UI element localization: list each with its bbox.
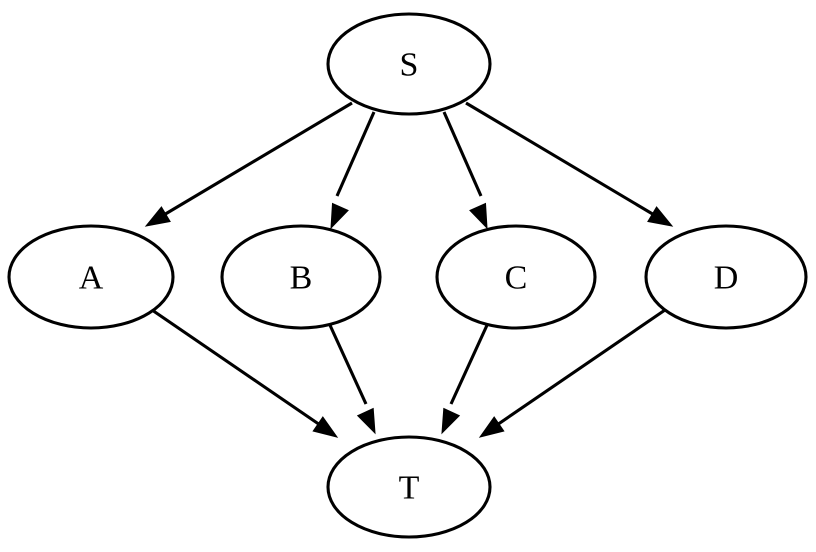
arrowhead-icon <box>330 202 349 230</box>
edge-a-to-t <box>151 308 339 438</box>
node-ellipse[interactable] <box>7 224 175 330</box>
edge-s-to-b <box>330 111 376 230</box>
edge-line <box>151 308 324 429</box>
arrowhead-icon <box>312 416 339 438</box>
arrowhead-icon <box>441 407 461 435</box>
node-label: S <box>400 47 419 84</box>
graph-node-c[interactable]: C <box>435 224 597 330</box>
edge-s-to-d <box>465 101 674 227</box>
arrowhead-icon <box>478 416 505 438</box>
edge-line <box>493 308 666 429</box>
edge-d-to-t <box>478 308 666 438</box>
node-label: C <box>505 260 528 297</box>
edge-line <box>449 322 490 405</box>
edge-line <box>327 322 368 405</box>
edge-line <box>442 111 483 197</box>
edge-line <box>156 101 353 221</box>
arrowhead-icon <box>356 407 376 435</box>
edge-line <box>465 101 662 221</box>
node-label: A <box>79 260 104 297</box>
arrowhead-icon <box>647 206 674 227</box>
node-ellipse[interactable] <box>435 224 597 330</box>
node-ellipse[interactable] <box>644 224 808 330</box>
node-label: B <box>290 260 313 297</box>
graph-node-d[interactable]: D <box>644 224 808 330</box>
graph-node-a[interactable]: A <box>7 224 175 330</box>
node-ellipse[interactable] <box>326 435 492 539</box>
arrowhead-icon <box>144 206 171 227</box>
edge-s-to-a <box>144 101 353 227</box>
edge-c-to-t <box>441 322 490 435</box>
graph-node-t[interactable]: T <box>326 435 492 539</box>
node-ellipse[interactable] <box>220 224 382 330</box>
node-label: T <box>399 470 420 507</box>
nodes-layer: S A B C D T <box>7 12 808 539</box>
edge-s-to-c <box>442 111 488 230</box>
node-ellipse[interactable] <box>326 12 492 116</box>
graph-node-b[interactable]: B <box>220 224 382 330</box>
graph-node-s[interactable]: S <box>326 12 492 116</box>
arrowhead-icon <box>469 202 488 230</box>
edge-line <box>335 111 376 197</box>
edge-b-to-t <box>327 322 376 435</box>
node-label: D <box>714 260 739 297</box>
edges-layer <box>144 101 674 438</box>
